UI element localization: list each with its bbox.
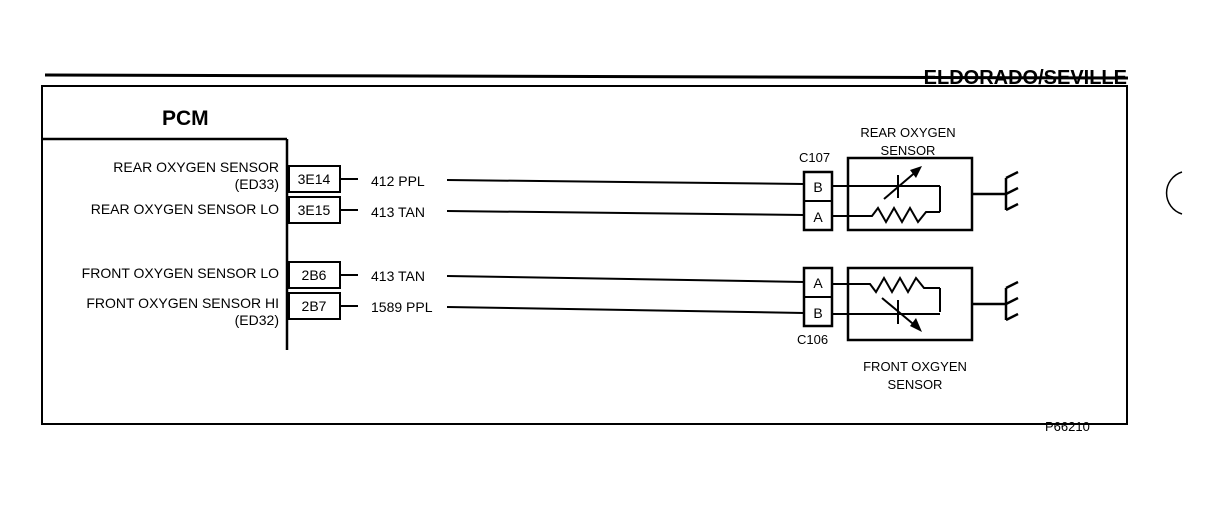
- rear-oxygen-sensor: REAR OXYGEN SENSOR: [832, 125, 1019, 232]
- connector-id: C107: [799, 150, 830, 165]
- terminal-label: B: [813, 305, 822, 321]
- connector-c107: C107 B A: [799, 150, 834, 232]
- wire-label: 413 TAN: [371, 268, 425, 284]
- circuit-label: REAR OXYGEN SENSOR LO: [91, 201, 279, 217]
- sensor-label: SENSOR: [881, 143, 936, 158]
- pin-id: 2B7: [302, 298, 327, 314]
- wires: [341, 178, 805, 314]
- circuit-label: FRONT OXYGEN SENSOR LO: [82, 265, 279, 281]
- pin-box: [288, 196, 341, 224]
- sensor-label: SENSOR: [888, 377, 943, 392]
- ground-symbol: [972, 280, 1019, 322]
- model-header: ELDORADO/SEVILLE: [924, 67, 1127, 89]
- pin-id: 2B6: [302, 267, 327, 283]
- top-rule: [44, 73, 1129, 80]
- pin-id: 3E15: [298, 202, 331, 218]
- circuit-label: REAR OXYGEN SENSOR: [113, 159, 279, 175]
- wire-label: 1589 PPL: [371, 299, 433, 315]
- pcm-title: PCM: [162, 107, 209, 130]
- front-oxygen-sensor: FRONT OXGYEN SENSOR: [832, 266, 1019, 392]
- terminal-label: A: [813, 209, 823, 225]
- circuit-label: FRONT OXYGEN SENSOR HI: [86, 295, 279, 311]
- connector-id: C106: [797, 332, 828, 347]
- binder-hole-mark: [1165, 171, 1183, 215]
- pcm-module: PCM: [42, 107, 289, 350]
- diagram-frame: [41, 85, 1128, 425]
- sensor-label: REAR OXYGEN: [860, 125, 955, 140]
- circuit-sublabel: (ED33): [235, 176, 279, 192]
- terminal-label: A: [813, 275, 823, 291]
- terminal-label: B: [813, 179, 822, 195]
- connector-c106: A B C106: [797, 266, 834, 347]
- figure-id: P66210: [1045, 419, 1090, 434]
- wire-label: 412 PPL: [371, 173, 425, 189]
- wire-label: 413 TAN: [371, 204, 425, 220]
- pin-box: [288, 292, 341, 320]
- ground-symbol: [972, 170, 1019, 212]
- circuit-sublabel: (ED32): [235, 312, 279, 328]
- pin-id: 3E14: [298, 171, 331, 187]
- pin-box: [288, 165, 341, 193]
- sensor-label: FRONT OXGYEN: [863, 359, 967, 374]
- pin-box: [288, 261, 341, 289]
